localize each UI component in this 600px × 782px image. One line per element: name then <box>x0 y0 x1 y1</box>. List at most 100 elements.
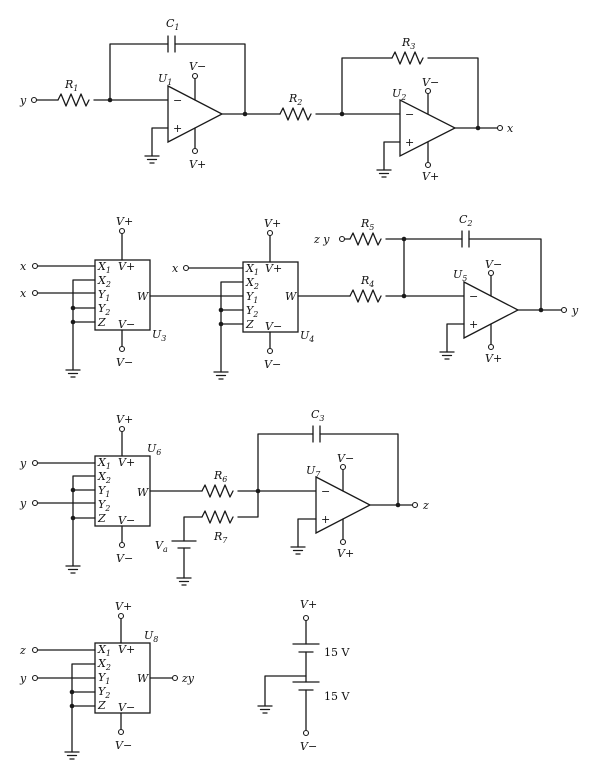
supply-label-vminus: V− <box>300 740 317 753</box>
pin-y1: Y1 <box>246 290 258 305</box>
output-label-y: y <box>571 304 579 317</box>
stage-integrator-inverter: y R1 C1 − + U1 V− V+ R2 R3 <box>19 17 514 183</box>
wire <box>109 43 169 101</box>
wire <box>341 57 393 115</box>
label-u3: U3 <box>152 328 166 343</box>
supply-label: V− <box>116 552 133 565</box>
pin-vplus: V+ <box>118 260 135 273</box>
input-label-x: x <box>20 260 27 273</box>
supply-terminal <box>117 612 125 620</box>
input-terminal-y <box>31 459 39 467</box>
node-dot <box>395 502 401 508</box>
pin-x2: X2 <box>245 276 259 291</box>
supply-label: V+ <box>115 600 132 613</box>
ground-symbol <box>64 751 80 760</box>
supply-label-vplus: V+ <box>300 598 317 611</box>
battery-label-2: 15 V <box>324 690 350 703</box>
input-terminal-x <box>182 264 190 272</box>
wire <box>297 518 317 548</box>
pin-vplus: V+ <box>118 456 135 469</box>
label-c2: C2 <box>459 213 473 228</box>
stage-multipliers-u3-u4: X1 X2 Y1 Y2 Z V+ V− W U3 V+ V− x x X1 X2… <box>20 215 351 380</box>
node-dot <box>70 515 76 521</box>
multiplier-u8 <box>94 642 151 714</box>
label-u7: U7 <box>306 464 321 479</box>
label-u4: U4 <box>300 329 314 344</box>
input-label-zy: z y <box>313 233 330 246</box>
resistor-r6 <box>201 484 234 498</box>
opamp-u1-minus: − <box>173 94 182 107</box>
wire <box>151 127 169 157</box>
ground-symbol <box>65 565 81 574</box>
wire <box>72 279 96 371</box>
resistor-r7 <box>201 510 234 524</box>
input-terminal-y <box>31 674 39 682</box>
pin-z: Z <box>245 318 254 331</box>
wire <box>446 323 465 353</box>
stage-integrator-u5: z y R5 C2 R4 − + U5 V− V+ y <box>313 213 579 365</box>
stage-multiplier-u6-integrator-u7: X1 X2 Y1 Y2 Z V+ V− W U6 V+ V− y y R6 R7 <box>19 408 429 586</box>
input-terminal-z <box>31 646 39 654</box>
wire <box>237 490 259 518</box>
supply-label: V+ <box>337 547 354 560</box>
wire <box>427 57 479 129</box>
input-label-x: x <box>172 262 179 275</box>
capacitor-c2 <box>461 230 470 248</box>
wire <box>183 516 203 542</box>
supply-label: V− <box>189 60 206 73</box>
multiplier-u4 <box>242 261 299 333</box>
input-label-z: z <box>19 644 26 657</box>
battery-label-1: 15 V <box>324 646 350 659</box>
node-dot <box>242 111 248 117</box>
supply-label: V− <box>485 258 502 271</box>
label-u8: U8 <box>144 629 158 644</box>
input-terminal-x <box>31 289 39 297</box>
label-r2: R2 <box>288 92 302 107</box>
wire <box>220 281 244 373</box>
pin-vminus: V− <box>118 701 135 714</box>
supply-terminal <box>487 343 495 351</box>
pin-vminus: V− <box>265 320 282 333</box>
supply-terminal <box>191 147 199 155</box>
label-u1: U1 <box>158 72 172 87</box>
opamp-u1-plus: + <box>173 122 182 135</box>
wire <box>72 475 96 567</box>
pin-z: Z <box>97 512 106 525</box>
label-r5: R5 <box>360 217 374 232</box>
input-label-y: y <box>19 497 27 510</box>
supply-label: V+ <box>189 158 206 171</box>
wire <box>264 675 307 707</box>
label-r4: R4 <box>360 274 374 289</box>
supply-terminal <box>118 345 126 353</box>
pin-vminus: V− <box>118 514 135 527</box>
opamp-u7-minus: − <box>321 485 330 498</box>
input-terminal-x <box>31 262 39 270</box>
supply-terminal <box>266 347 274 355</box>
label-r7: R7 <box>213 530 228 545</box>
supply-terminal <box>339 463 347 471</box>
label-r1: R1 <box>64 78 78 93</box>
pin-y2: Y2 <box>98 685 110 700</box>
pin-vminus: V− <box>118 318 135 331</box>
input-terminal-zy <box>338 235 346 243</box>
node-dot <box>475 125 481 131</box>
label-u5: U5 <box>453 268 467 283</box>
input-terminal-y <box>30 96 38 104</box>
ground-symbol <box>144 155 160 164</box>
pin-x1: X1 <box>97 456 111 471</box>
supply-label: V+ <box>485 352 502 365</box>
battery-cell-1 <box>292 643 320 653</box>
resistor-r3 <box>391 51 424 65</box>
label-c1: C1 <box>166 17 180 32</box>
pin-y2: Y2 <box>98 498 110 513</box>
supply-terminal <box>191 72 199 80</box>
input-label-y: y <box>19 94 27 107</box>
supply-terminal <box>339 538 347 546</box>
multiplier-u6 <box>94 455 151 527</box>
pin-w: W <box>137 290 150 303</box>
capacitor-c3 <box>312 425 321 443</box>
supply-label: V− <box>115 739 132 752</box>
pin-z: Z <box>97 316 106 329</box>
node-dot <box>70 487 76 493</box>
